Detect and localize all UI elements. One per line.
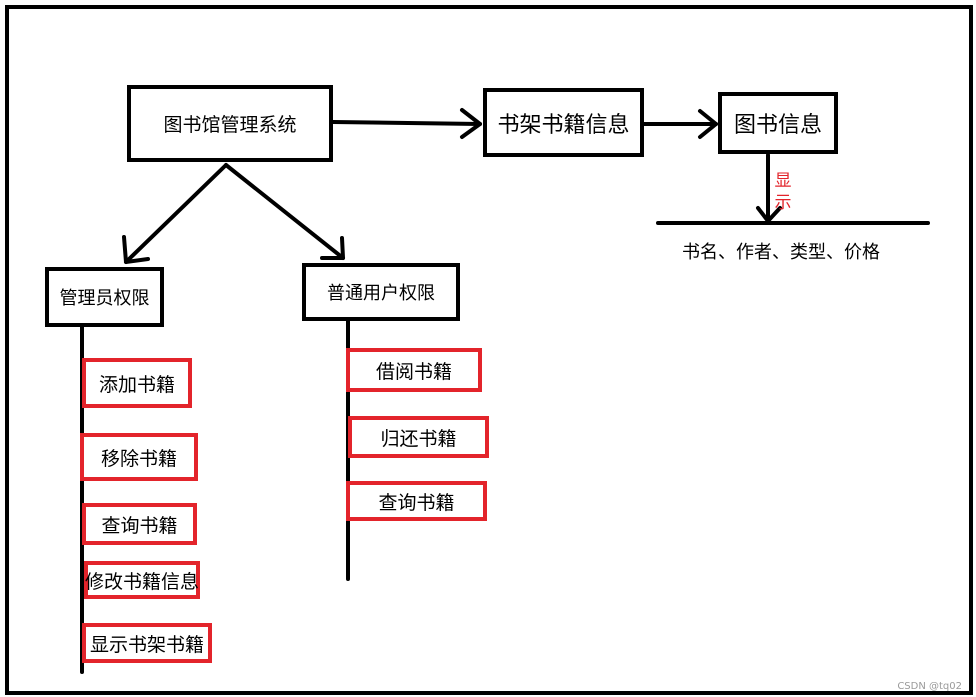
arrowhead-user [320,236,345,260]
diagram-frame [5,5,973,695]
arrowhead-shelf [460,108,482,139]
book-fields-label: 书名、作者、类型、价格 [682,242,880,263]
edge-label-show: 显示 [774,171,792,213]
admin-action-search-book: 查询书籍 [82,503,197,545]
arrow-system-to-user [224,163,345,260]
arrow-system-to-admin [124,163,228,264]
admin-action-edit-book: 修改书籍信息 [84,561,200,599]
user-action-return-book: 归还书籍 [348,416,489,458]
arrow-system-to-shelf [331,120,482,126]
node-system: 图书馆管理系统 [127,85,333,162]
watermark-credit: CSDN @tq02 [897,681,962,692]
node-admin: 管理员权限 [45,267,164,327]
user-action-search-book: 查询书籍 [346,481,487,521]
arrowhead-admin [122,235,150,264]
admin-action-remove-book: 移除书籍 [80,433,198,481]
node-book-info: 图书信息 [718,92,838,154]
admin-action-add-book: 添加书籍 [82,358,192,408]
arrowhead-bookinfo [698,109,718,139]
node-user: 普通用户权限 [302,263,460,321]
admin-action-show-shelf: 显示书架书籍 [82,623,212,663]
node-shelf-info: 书架书籍信息 [483,88,644,157]
user-action-borrow-book: 借阅书籍 [346,348,482,392]
